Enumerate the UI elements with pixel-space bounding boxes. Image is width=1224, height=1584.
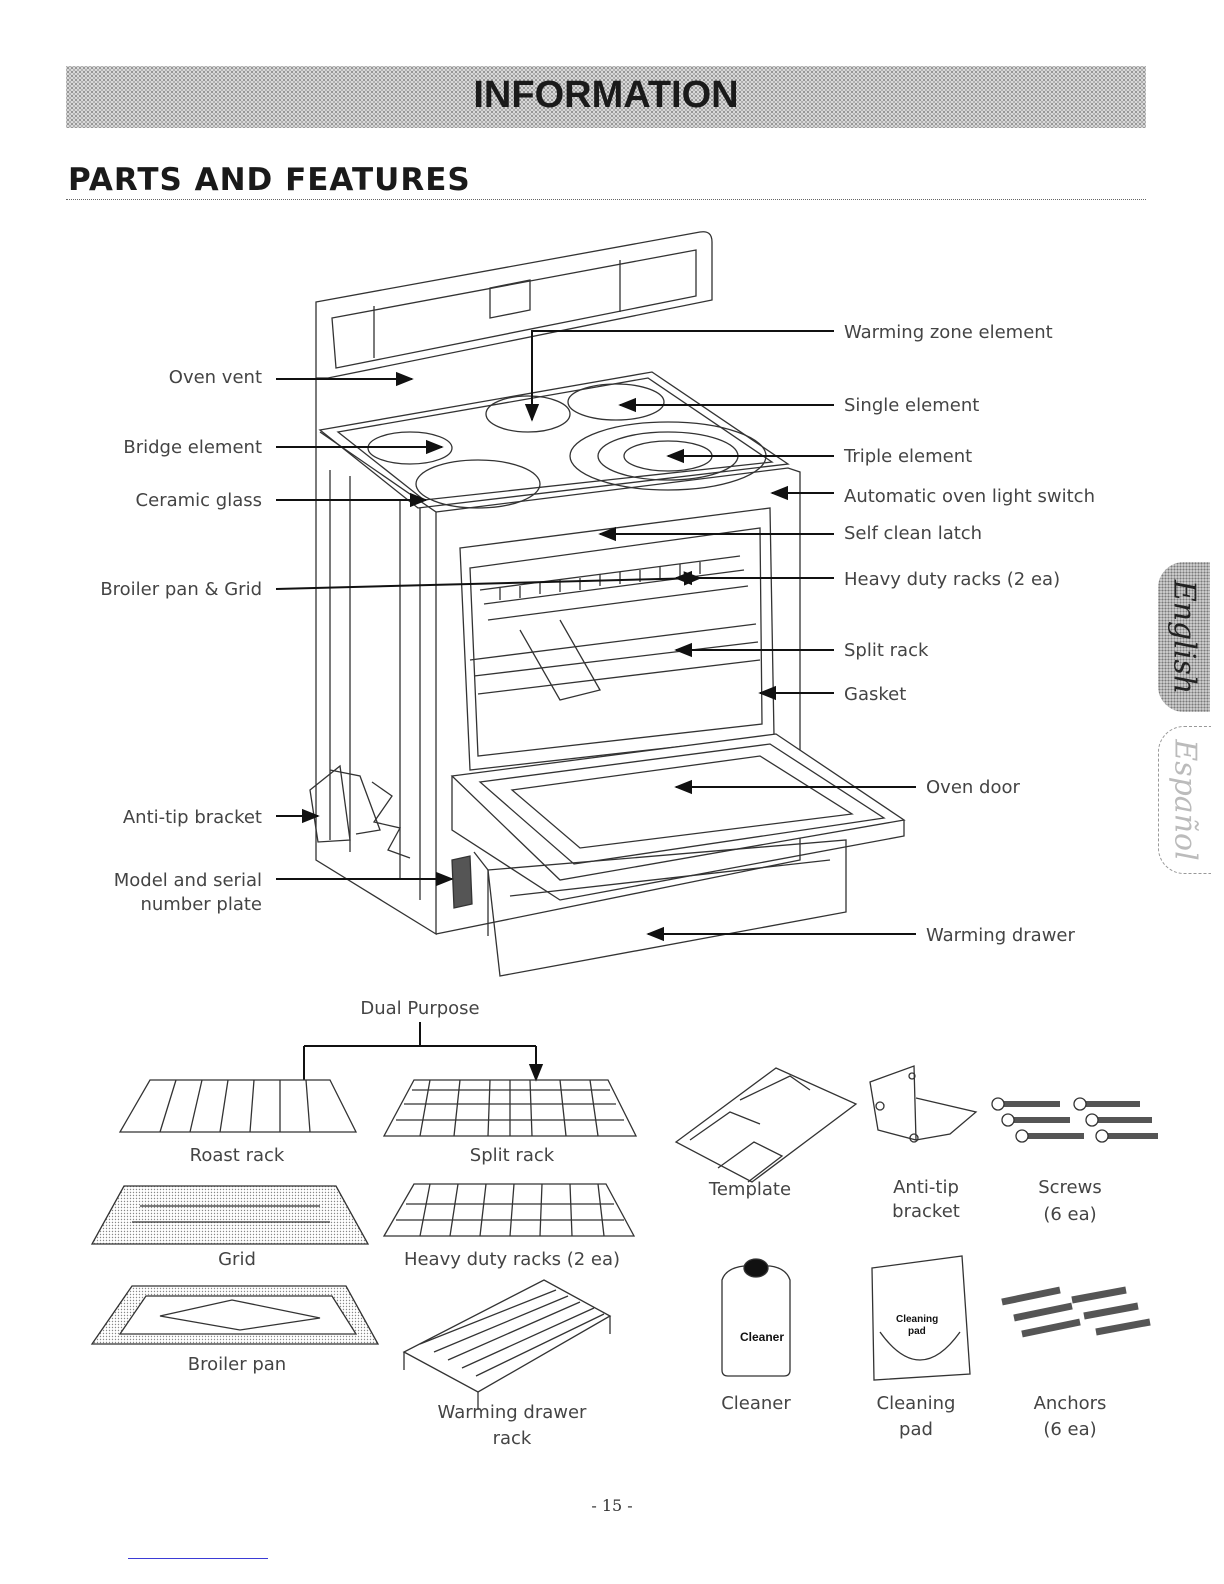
label-anti-tip-bracket: Anti-tip bracket <box>122 807 262 828</box>
label-heavy-duty-racks-accessory: Heavy duty racks (2 ea) <box>403 1249 621 1270</box>
tab-english[interactable]: English <box>1158 562 1210 712</box>
label-broiler-pan: Broiler pan <box>187 1354 287 1375</box>
screws-drawing <box>991 1097 1158 1143</box>
label-number-plate: number plate <box>140 894 262 915</box>
label-screws-count: (6 ea) <box>1043 1204 1097 1225</box>
label-ceramic-glass: Ceramic glass <box>135 490 262 511</box>
grid-drawing <box>90 1185 370 1245</box>
label-oven-door: Oven door <box>926 777 1020 798</box>
template-drawing <box>674 1067 858 1183</box>
label-warming-drawer-rack-2: rack <box>492 1428 532 1449</box>
label-oven-light-switch: Automatic oven light switch <box>844 486 1095 507</box>
label-cleaner: Cleaner <box>721 1393 791 1414</box>
anti-tip-bracket-drawing <box>869 1065 978 1143</box>
label-warming-drawer-rack-1: Warming drawer <box>437 1402 587 1423</box>
footer-link-underline <box>128 1558 268 1559</box>
roast-rack-drawing <box>118 1079 358 1133</box>
label-anchors-count: (6 ea) <box>1043 1419 1097 1440</box>
label-broiler-pan-grid: Broiler pan & Grid <box>100 579 262 600</box>
label-warming-zone-element: Warming zone element <box>844 322 1053 343</box>
label-bridge-element: Bridge element <box>123 437 262 458</box>
split-rack-drawing <box>382 1079 638 1137</box>
label-oven-vent: Oven vent <box>168 367 262 388</box>
label-model-serial: Model and serial <box>113 870 262 891</box>
label-warming-drawer: Warming drawer <box>926 925 1075 946</box>
label-anti-tip-accessory-2: bracket <box>892 1201 960 1222</box>
label-gasket: Gasket <box>844 684 907 705</box>
banner-title: INFORMATION <box>473 74 739 116</box>
accessory-drawings <box>90 1065 1158 1410</box>
label-anchors: Anchors <box>1033 1393 1107 1414</box>
label-split-rack: Split rack <box>844 640 929 661</box>
label-roast-rack: Roast rack <box>189 1145 285 1166</box>
pad-bag-text-1: Cleaning <box>896 1314 938 1325</box>
range-drawing <box>309 231 906 977</box>
label-cleaning-pad-1: Cleaning <box>876 1393 956 1414</box>
tab-spanish[interactable]: Español <box>1158 726 1211 874</box>
label-anti-tip-accessory-1: Anti-tip <box>893 1177 959 1198</box>
label-triple-element: Triple element <box>844 446 973 467</box>
label-split-rack-accessory: Split rack <box>469 1145 555 1166</box>
anchors-drawing <box>1001 1286 1151 1338</box>
label-dual-purpose: Dual Purpose <box>360 998 480 1019</box>
warming-drawer-rack-drawing <box>402 1279 612 1410</box>
broiler-pan-drawing <box>90 1285 380 1345</box>
label-heavy-duty-racks: Heavy duty racks (2 ea) <box>844 569 1061 590</box>
page-number: - 15 - <box>591 1496 633 1515</box>
label-grid: Grid <box>218 1249 256 1270</box>
label-cleaning-pad-2: pad <box>899 1419 933 1440</box>
label-screws: Screws <box>1038 1177 1102 1198</box>
callout-lines <box>275 330 916 1080</box>
section-title: PARTS AND FEATURES <box>68 162 471 198</box>
label-self-clean-latch: Self clean latch <box>844 523 983 544</box>
cleaner-bottle-text: Cleaner <box>740 1330 784 1344</box>
information-banner: INFORMATION <box>66 66 1146 128</box>
title-divider <box>66 199 1146 200</box>
cleaning-pad-drawing <box>871 1255 971 1381</box>
pad-bag-text-2: pad <box>908 1326 926 1337</box>
label-single-element: Single element <box>844 395 980 416</box>
cleaner-bottle-drawing <box>721 1258 791 1377</box>
heavy-duty-racks-drawing <box>382 1183 636 1237</box>
label-template: Template <box>708 1179 792 1200</box>
